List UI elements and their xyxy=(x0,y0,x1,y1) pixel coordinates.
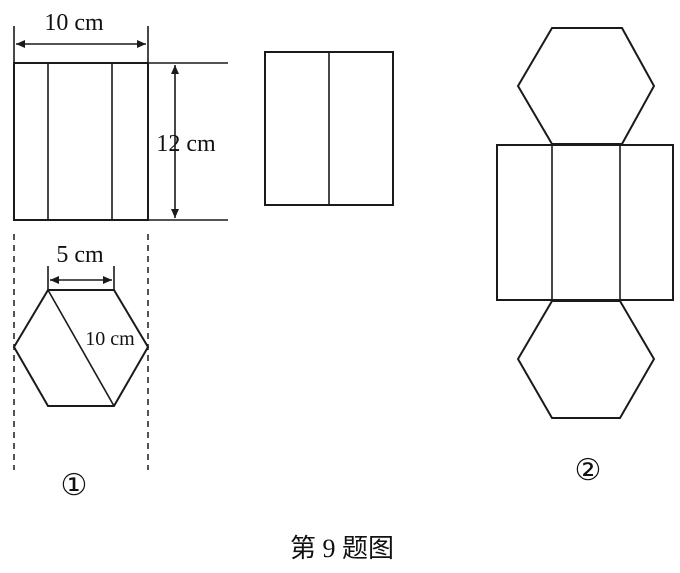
hex-diagonal xyxy=(47,289,115,407)
label-width: 10 cm xyxy=(44,10,104,36)
net-hexagon-top xyxy=(516,27,656,145)
net-lateral-rectangle xyxy=(496,144,674,301)
front-view-outline xyxy=(13,62,149,221)
label-hex-side: 5 cm xyxy=(56,242,104,268)
figure-marker-1: ① xyxy=(61,469,88,502)
figure-caption: 第 9 题图 xyxy=(290,534,394,563)
dimension-hex-side: 5 cm xyxy=(47,242,115,290)
front-view xyxy=(13,62,149,221)
label-height: 12 cm xyxy=(156,131,216,157)
label-hex-diagonal: 10 cm xyxy=(85,328,135,350)
dimension-width: 10 cm xyxy=(13,10,149,63)
side-view xyxy=(264,51,394,206)
figure-marker-2: ② xyxy=(575,454,602,487)
prism-net xyxy=(496,27,674,419)
dimension-height: 12 cm xyxy=(148,62,228,221)
net-hexagon-bottom xyxy=(516,300,656,419)
